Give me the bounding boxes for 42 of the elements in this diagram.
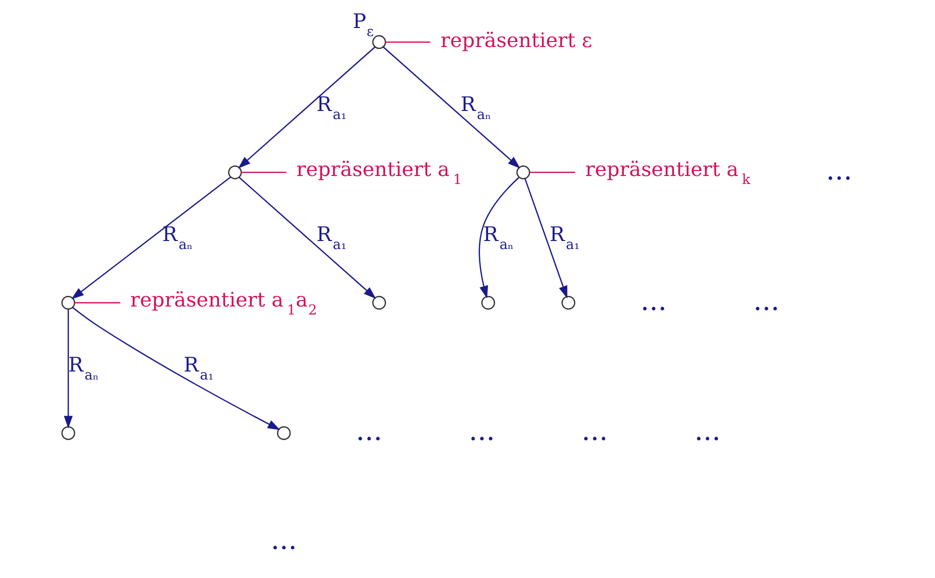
- node-label: P$_{ε}$: [352, 9, 374, 40]
- label: ...: [640, 284, 667, 317]
- node-circle: [61, 426, 76, 440]
- node-circle: [481, 296, 496, 310]
- arrow: [382, 46, 520, 168]
- node-circle: [516, 166, 530, 180]
- node-circle: [562, 296, 576, 310]
- arrow: [524, 178, 568, 298]
- connector: [386, 41, 430, 43]
- node-text: repräsentiert ε: [440, 28, 592, 52]
- arrow: [478, 177, 520, 298]
- node-circle: [61, 296, 76, 310]
- label: ...: [694, 414, 721, 448]
- arrow: [238, 176, 376, 299]
- node-circle: [372, 35, 386, 49]
- node-text: repräsentiert a$_{1}$: [296, 156, 462, 188]
- edge-label: R$_{a₁}$: [184, 352, 214, 384]
- edge-label: R$_{aₙ}$: [483, 222, 514, 254]
- connector: [74, 302, 120, 304]
- label: ...: [826, 153, 852, 186]
- label: ...: [356, 414, 382, 448]
- arrow: [71, 176, 231, 300]
- edge-label: R$_{aₙ}$: [68, 352, 99, 384]
- label: ...: [582, 414, 608, 448]
- node-circle: [372, 296, 386, 310]
- label: ...: [753, 284, 780, 317]
- connector: [530, 172, 576, 174]
- edge-label: R$_{a₁}$: [550, 222, 580, 254]
- edge-label: R$_{a₁}$: [316, 222, 346, 254]
- node-circle: [276, 426, 291, 440]
- edge-label: R$_{aₙ}$: [460, 92, 492, 123]
- arrow: [64, 310, 73, 428]
- arrow: [72, 307, 280, 430]
- node-circle: [228, 166, 242, 180]
- node-text: repräsentiert a$_{1}$a$_{2}$: [130, 287, 318, 318]
- label: ...: [270, 523, 298, 556]
- label: ...: [468, 414, 496, 448]
- arrow: [238, 46, 376, 168]
- edge-label: R$_{a₁}$: [316, 92, 346, 123]
- node-text: repräsentiert a$_{k}$: [585, 156, 750, 188]
- connector: [242, 172, 286, 174]
- edge-label: R$_{aₙ}$: [162, 222, 193, 254]
